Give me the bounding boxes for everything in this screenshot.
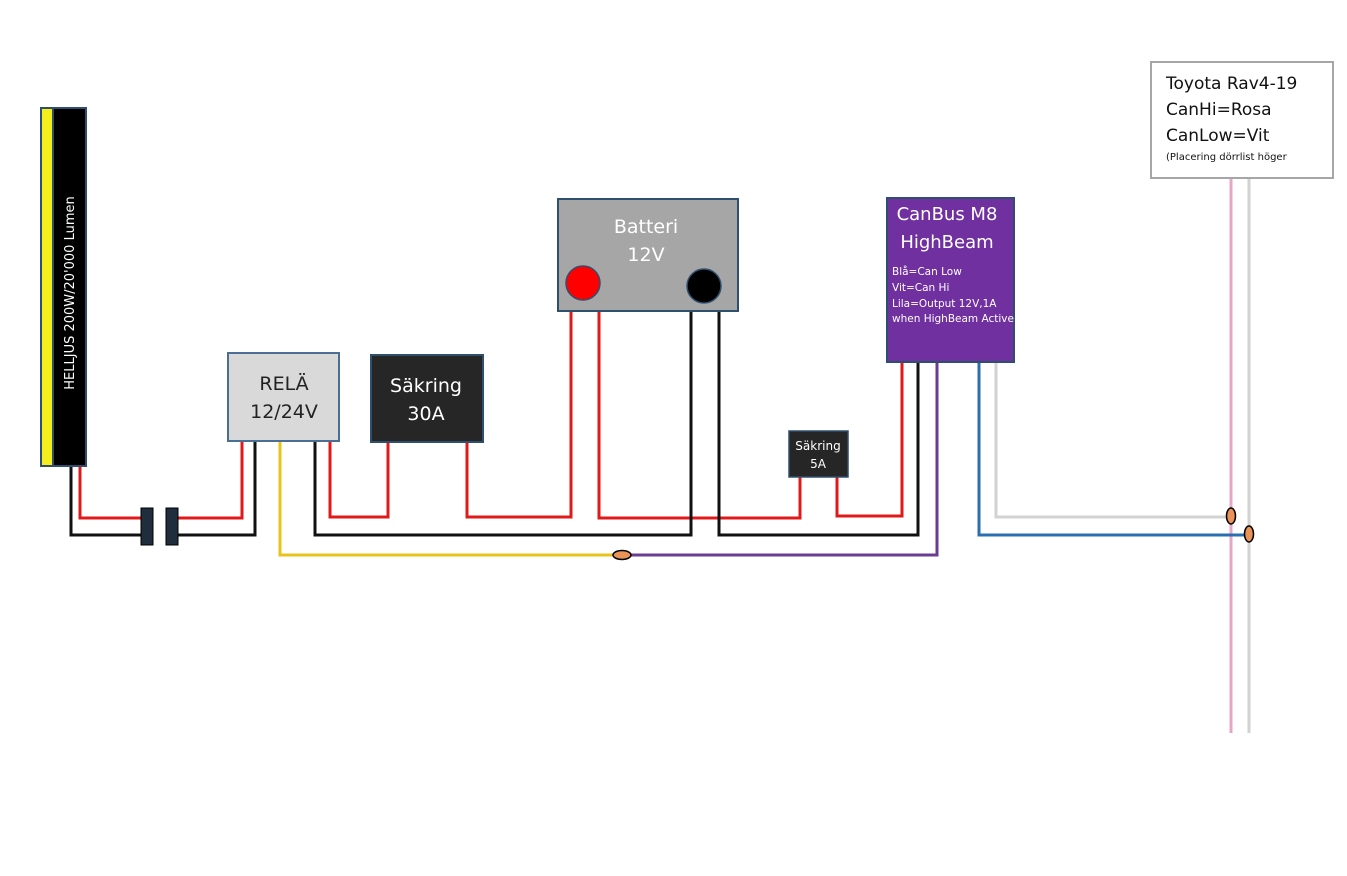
canbus-canlow-wire — [977, 362, 1244, 537]
car-note-line-3: CanLow=Vit — [1166, 126, 1270, 146]
battery-label-2: 12V — [627, 244, 664, 266]
battery-minus-to-canbus-wire — [717, 286, 920, 537]
relay-label-2: 12/24V — [250, 401, 318, 423]
fuse5-to-canbus-wire — [835, 362, 904, 518]
battery-minus-terminal — [686, 268, 722, 304]
fuse-5a-label-1: Säkring — [795, 439, 840, 453]
battery-plus-to-fuse5-wire — [597, 282, 802, 520]
car-note-line-4: (Placering dörrlist höger — [1166, 152, 1288, 163]
canbus-note-4: when HighBeam Active — [892, 313, 1014, 325]
canbus-note-1: Blå=Can Low — [892, 265, 962, 278]
wire-connector — [140, 507, 179, 546]
relay-label-1: RELÄ — [259, 372, 308, 395]
relay-to-fuse30-wire — [328, 442, 390, 519]
battery-box: Batteri 12V — [557, 198, 739, 312]
relay-box: RELÄ 12/24V — [227, 352, 340, 442]
relay-trigger-wire — [278, 442, 613, 557]
light-bar-body — [52, 107, 87, 467]
fuse-5a-box: Säkring 5A — [788, 430, 849, 478]
splice-canlow — [1243, 525, 1255, 543]
connector-half-left — [140, 507, 154, 546]
connector-half-right — [165, 507, 179, 546]
fuse-30a-box: Säkring 30A — [370, 354, 484, 443]
canbus-module: CanBus M8 HighBeam Blå=Can Low Vit=Can H… — [886, 197, 1015, 363]
lightbar-black-wire — [69, 467, 148, 537]
relay-red-to-connector-wire — [172, 442, 244, 520]
car-note-line-2: CanHi=Rosa — [1166, 100, 1272, 120]
canbus-note-2: Vit=Can Hi — [892, 282, 949, 294]
splice-trigger — [612, 549, 632, 561]
canbus-title-1: CanBus M8 — [897, 204, 998, 225]
canbus-note-3: Lila=Output 12V,1A — [892, 298, 997, 310]
car-note-line-1: Toyota Rav4-19 — [1165, 74, 1297, 94]
battery-plus-terminal — [565, 265, 601, 301]
fuse-30a-label-1: Säkring — [390, 375, 462, 397]
light-bar-lens — [40, 107, 54, 467]
light-bar: HELLJUS 200W/20'000 Lumen — [40, 107, 87, 467]
relay-ground-to-battery-wire — [313, 286, 693, 537]
wires — [69, 178, 1251, 733]
relay-black-to-connector-wire — [172, 442, 257, 537]
canbus-output-wire — [631, 362, 939, 557]
fuse-5a-label-2: 5A — [810, 457, 827, 471]
car-note-box: Toyota Rav4-19 CanHi=Rosa CanLow=Vit (Pl… — [1150, 61, 1334, 179]
splices — [612, 507, 1255, 561]
light-bar-label: HELLJUS 200W/20'000 Lumen — [63, 196, 78, 389]
canbus-canhi-wire — [994, 362, 1226, 519]
battery-label-1: Batteri — [614, 216, 678, 238]
canbus-title-2: HighBeam — [900, 232, 993, 253]
lightbar-red-wire — [78, 467, 148, 520]
fuse30-to-battery-plus-wire — [465, 282, 573, 519]
splice-canhi — [1225, 507, 1237, 525]
fuse-30a-label-2: 30A — [407, 403, 444, 425]
